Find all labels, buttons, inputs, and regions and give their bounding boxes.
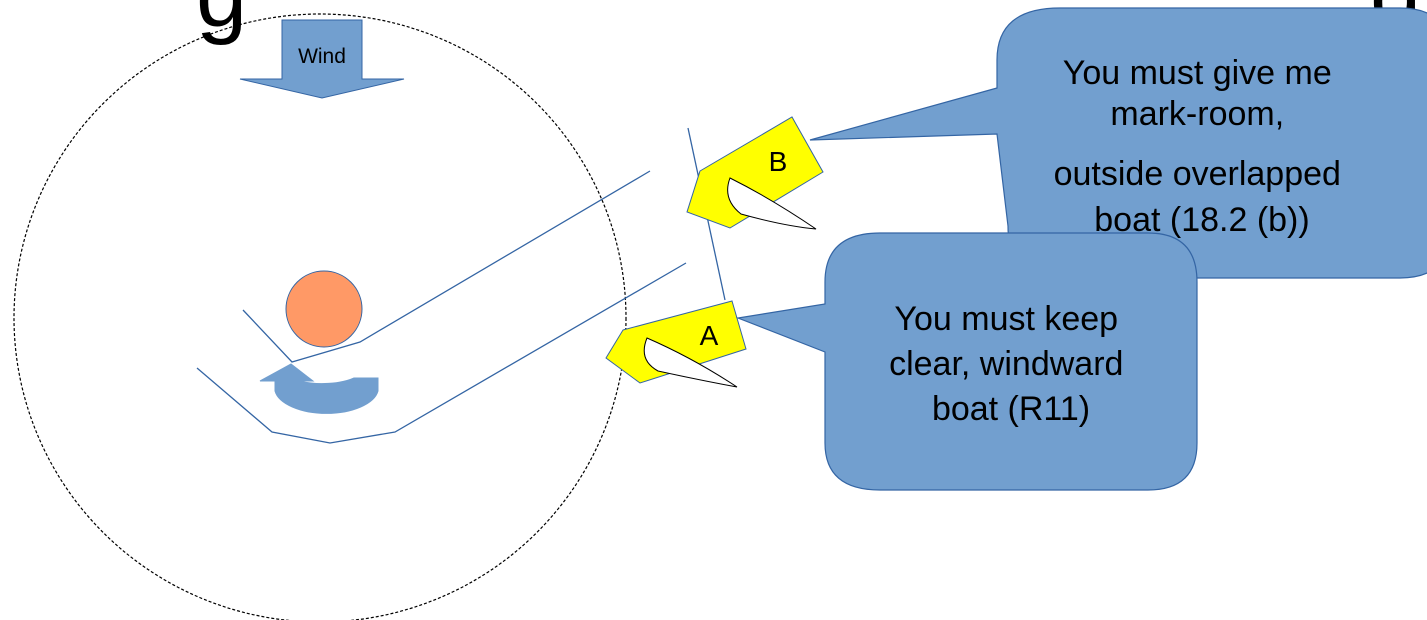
callout-boat-a-text: You must keep clear, windward boat (R11) [889,300,1133,428]
callout-boat-a-line: clear, windward [889,345,1123,383]
track-inner [242,170,651,363]
callout-boat-b-line: mark-room, [1110,95,1284,133]
rounding-direction-arrow [259,363,379,414]
mark-buoy [285,270,363,348]
wind-arrow: Wind [239,19,405,99]
callout-boat-b-line: You must give me [1063,54,1332,92]
boat-b-hull [686,116,824,229]
boat-b-sail [727,177,817,230]
heading-fragment-left: g [196,0,247,46]
boat-tracks [196,127,726,444]
zone-circle [13,13,627,620]
track-outer [196,262,687,444]
boat-a-sail [643,337,738,388]
boat-a-letter: A [700,320,719,351]
callout-boat-b: You must give me mark-room, outside over… [809,7,1427,279]
callout-boat-a-bubble [735,232,1198,491]
callout-boat-a-line: boat (R11) [932,390,1090,428]
boat-a: A [605,300,747,388]
callout-boat-a-line: You must keep [894,300,1118,338]
callout-boat-b-text: You must give me mark-room, outside over… [1054,54,1351,239]
callout-boat-b-line: outside overlapped [1054,155,1341,193]
callout-boat-a: You must keep clear, windward boat (R11) [735,232,1198,491]
wind-arrow-shape [239,19,405,99]
boat-b-letter: B [769,146,788,177]
boat-b: B [686,116,824,230]
wind-label: Wind [298,45,346,68]
